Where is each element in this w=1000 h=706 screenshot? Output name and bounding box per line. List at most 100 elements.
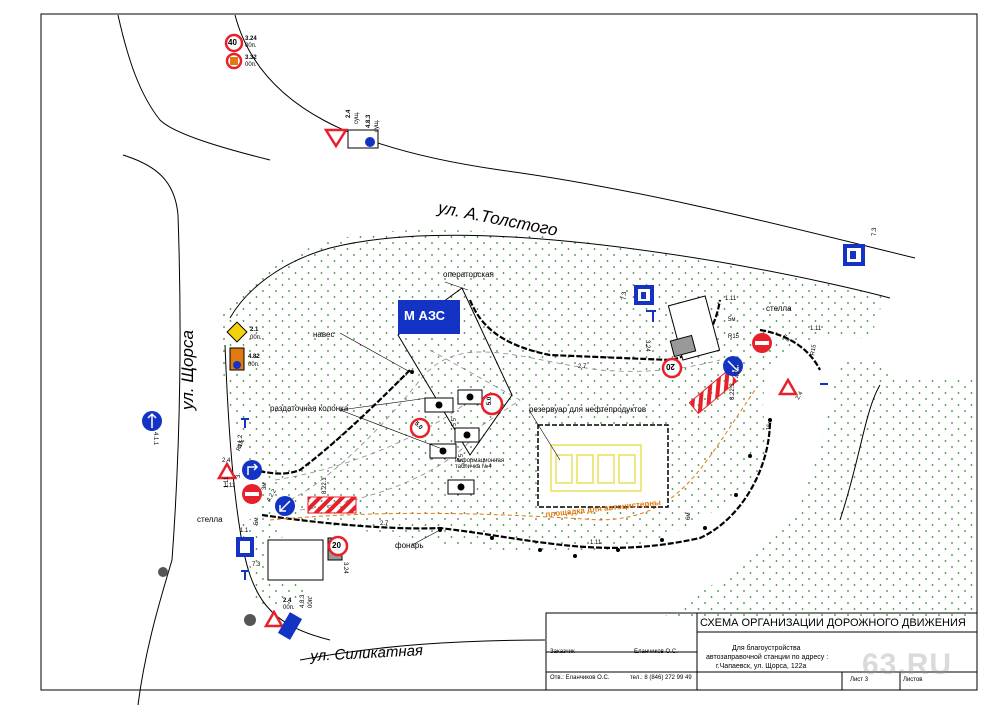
speed-20-bottom-code: 3.24: [342, 562, 348, 574]
title-block-responsible: Отв.: Еланчиков О.С.: [550, 675, 610, 681]
title-block-sheets: Листов: [903, 677, 923, 683]
no-entry-sign-left-icon: [242, 484, 262, 504]
speed-sign-40-icon: [224, 33, 244, 53]
sign-482-status: 00п.: [248, 362, 260, 368]
stella-left-label: стелла: [197, 515, 223, 524]
sign-24-bottom-status: 00п.: [283, 605, 295, 611]
hazardous-goods-sign-icon: [225, 52, 243, 70]
sign-324-code: 3.24: [245, 36, 257, 42]
line-111-c: 1.11: [224, 483, 236, 489]
give-way-sign-upper-icon: [323, 128, 349, 149]
sign-324-status: 00п.: [245, 43, 257, 49]
reservoir-label: резервуар для нефтепродуктов: [529, 405, 647, 414]
title-block-phone: тел.: 8 (846) 272 99 49: [630, 675, 692, 681]
speed-40-value: 40: [228, 38, 237, 47]
give-way-sign-left-icon: [216, 461, 238, 480]
operator-building: [398, 300, 460, 334]
speed-20-top-code: 3.24: [644, 340, 650, 352]
fuel-pumps: [424, 389, 483, 495]
fuel-station-sign-top-icon: [843, 244, 865, 266]
sign-483-upper-status: сущ.: [374, 119, 380, 132]
title-block: [545, 612, 978, 691]
sign-21-status: 00п.: [250, 335, 262, 341]
sign-11-left-code: 1.1: [240, 528, 249, 534]
road-edges: [117, 14, 916, 706]
speed-20-top-value: 20: [666, 362, 675, 371]
keep-left-sign-icon: [275, 496, 295, 516]
main-road-sign-icon: [226, 321, 248, 343]
line-111-b: 1.11: [810, 326, 822, 332]
barrier-left: [307, 496, 357, 514]
sign-posts: [241, 310, 828, 580]
pump-label: раздаточная колонка: [270, 404, 349, 413]
stella-top-label: стелла: [766, 304, 792, 313]
green-zone: [218, 229, 975, 620]
title-block-title: СХЕМА ОРГАНИЗАЦИИ ДОРОЖНОГО ДВИЖЕНИЯ: [700, 617, 966, 629]
sign-483-bottom-status: 00п.: [308, 596, 314, 608]
title-block-customer-label: Заказчик: [550, 649, 575, 655]
direction-sign-left-icon: [229, 347, 245, 371]
line-27-top: 2.7: [578, 364, 587, 370]
sign-3-code: 3.: [236, 472, 242, 478]
direction-sign-upper-icon: [347, 129, 379, 149]
azs-label: М АЗС: [404, 308, 446, 323]
tanker-path: [269, 389, 756, 521]
direction-sign-bottom-icon: [277, 612, 303, 640]
no-entry-sign-right-icon: [752, 333, 772, 353]
sign-24-upper-code: 2.4: [346, 109, 352, 118]
title-block-customer-name: Еланчиков О.С.: [634, 649, 678, 655]
turn-right-sign-icon: [242, 460, 262, 480]
sign-8223-code: 8.22.3: [730, 383, 736, 400]
line-24-left: 2.4: [222, 458, 231, 464]
info-plate-label: информационная табличка №4: [455, 458, 505, 470]
line-111-d: 1.11: [590, 540, 602, 546]
operator-label: операторская: [443, 270, 494, 279]
sign-21-code: 2.1: [250, 327, 259, 333]
dim-5m-top: 5м: [728, 317, 736, 323]
dim-6m: 6м: [686, 512, 692, 520]
title-block-purpose-3: г.Чапаевск, ул. Щорса, 122а: [716, 663, 807, 670]
speed-sign-20-top-icon: [661, 357, 683, 379]
weight-50-a-value: 5.0: [487, 396, 494, 406]
title-block-sheet: Лист 3: [850, 677, 869, 683]
give-way-sign-right-icon: [777, 377, 799, 396]
watermark: 63.RU: [862, 648, 953, 681]
give-way-sign-bottom-icon: [263, 609, 285, 628]
lamp-posts: [410, 370, 772, 558]
fuel-station-sign-mid-icon: [634, 285, 654, 305]
dim-55-b: 5,5: [456, 454, 462, 463]
sign-332-code: 3.32: [245, 55, 257, 61]
sign-73-mid-code: 7.3: [622, 291, 628, 300]
leader-lines: [339, 281, 561, 546]
sign-73-top-code: 7.3: [872, 227, 878, 236]
sign-24-upper-status: сущ.: [354, 111, 360, 124]
straight-only-sign-icon: [142, 411, 162, 431]
sign-24-bottom-code: 2.4: [283, 598, 292, 604]
keep-right-sign-icon: [723, 356, 743, 376]
dim-5m-left: 5м: [254, 517, 260, 525]
reservoir: [537, 424, 669, 508]
dim-55-a: 5,5: [449, 418, 455, 427]
canopy-label: навес: [313, 330, 335, 339]
line-27-bottom: 2.7: [380, 521, 389, 527]
dim-3m-left: 3м: [262, 482, 268, 490]
sign-483-upper-code: 4.8.3: [366, 114, 372, 128]
line-111-a: 1.11: [725, 296, 737, 302]
lamp-label: фонарь: [395, 541, 424, 550]
fuel-station-sign-left-icon: [236, 537, 254, 557]
sign-411-code: 4.1.1: [152, 432, 158, 446]
title-block-purpose-1: Для благоустройства: [732, 645, 801, 652]
sign-421-code: 4.2.1: [735, 364, 741, 378]
weight-sign-b-icon: [409, 417, 431, 439]
title-block-purpose-2: автозаправочной станции по адресу :: [706, 654, 829, 661]
sign-8221-code: 8.22.1: [322, 477, 328, 494]
street-label-shchorsa: ул. Щорса: [178, 330, 197, 410]
speed-20-bottom-value: 20: [332, 541, 341, 550]
sign-483-bottom-code: 4.8.3: [300, 594, 306, 608]
sign-332-status: 00п.: [245, 62, 257, 68]
tree-symbols: [158, 567, 256, 626]
sign-482-code: 4.82: [248, 354, 260, 360]
speed-sign-20-bottom-icon: [327, 535, 349, 557]
stella-left-box: [267, 539, 324, 581]
